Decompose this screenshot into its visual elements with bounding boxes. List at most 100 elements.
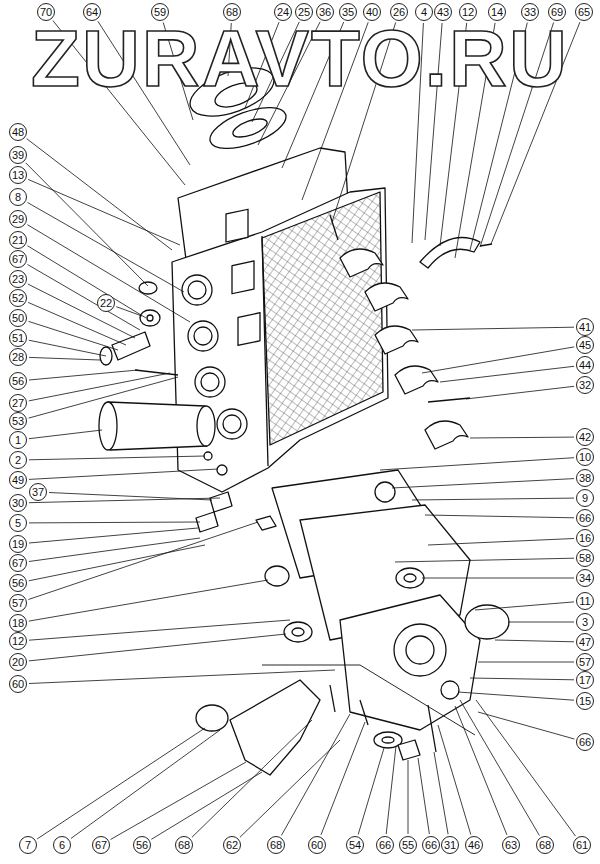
callout-number: 41 [576, 318, 594, 336]
callout-number: 51 [9, 329, 27, 347]
callout-number: 9 [576, 489, 594, 507]
callout-number: 26 [390, 3, 408, 21]
leader-line [29, 321, 119, 350]
leader-line [478, 662, 574, 663]
callout-number: 11 [576, 592, 594, 610]
callout-number: 50 [9, 309, 27, 327]
leader-line [476, 700, 576, 836]
leader-line [29, 620, 290, 640]
callout-number: 61 [573, 836, 591, 854]
leader-line [71, 730, 220, 839]
leader-line [27, 225, 190, 322]
leader-line [440, 366, 574, 382]
leader-line [470, 678, 574, 680]
leader-line [466, 386, 574, 399]
leader-line [29, 522, 200, 524]
leader-line [29, 430, 102, 439]
leader-line [425, 515, 574, 518]
leader-line [455, 706, 507, 835]
callout-number: 29 [9, 210, 27, 228]
leader-line [422, 578, 574, 579]
callout-number: 14 [488, 3, 506, 21]
leader-line [27, 246, 146, 318]
leader-line [392, 479, 574, 488]
leader-line [26, 163, 148, 286]
leader-line [29, 545, 205, 581]
callout-number: 5 [9, 514, 27, 532]
callout-number: 68 [267, 836, 285, 854]
leader-line [116, 307, 142, 316]
callout-number: 8 [9, 188, 27, 206]
leader-line [29, 456, 205, 460]
callout-number: 30 [9, 494, 27, 512]
leader-line [495, 640, 574, 642]
callout-number: 37 [29, 483, 47, 501]
callout-number: 56 [133, 836, 151, 854]
callout-number: 66 [576, 509, 594, 527]
callout-number: 10 [576, 448, 594, 466]
leader-line [458, 692, 574, 700]
callout-number: 3 [576, 613, 594, 631]
callout-number: 69 [548, 3, 566, 21]
callout-number: 46 [465, 836, 483, 854]
leader-line [418, 758, 429, 834]
callout-number: 67 [9, 250, 27, 268]
callout-number: 16 [576, 529, 594, 547]
leader-line [29, 469, 218, 479]
leader-line [28, 265, 141, 331]
callout-number: 1 [9, 431, 27, 449]
leader-line [412, 327, 574, 330]
leader-line [428, 539, 574, 546]
callout-number: 12 [459, 3, 477, 21]
callout-number: 58 [576, 549, 594, 567]
leader-line [111, 762, 247, 840]
callout-number: 67 [9, 554, 27, 572]
callout-number: 55 [399, 836, 417, 854]
leader-line [192, 720, 312, 837]
callout-number: 23 [9, 270, 27, 288]
leader-line [475, 602, 574, 610]
callout-number: 66 [422, 836, 440, 854]
leader-line [29, 373, 170, 401]
callout-number: 63 [502, 836, 520, 854]
leader-line [478, 712, 574, 739]
callout-number: 57 [576, 653, 594, 671]
callout-number: 28 [9, 348, 27, 366]
callout-number: 12 [9, 632, 27, 650]
callout-number: 24 [274, 3, 292, 21]
callout-number: 52 [9, 289, 27, 307]
callout-number: 33 [521, 3, 539, 21]
leader-line [29, 498, 220, 503]
callout-number: 47 [576, 633, 594, 651]
leader-line [28, 179, 180, 245]
leader-line [460, 700, 539, 836]
callout-number: 42 [576, 428, 594, 446]
callout-number: 54 [346, 836, 364, 854]
callout-number: 56 [9, 372, 27, 390]
callout-number: 15 [576, 692, 594, 710]
leader-line [28, 284, 135, 338]
callout-number: 66 [576, 733, 594, 751]
callout-number: 21 [9, 231, 27, 249]
callout-number: 38 [576, 469, 594, 487]
callout-number: 66 [376, 836, 394, 854]
watermark: ZURAVTO.RU [31, 18, 569, 98]
callout-number: 4 [415, 3, 433, 21]
callout-number: 32 [576, 376, 594, 394]
leader-line [29, 528, 198, 543]
callout-number: 40 [363, 3, 381, 21]
leader-line [434, 752, 448, 834]
leader-line [29, 580, 268, 621]
callout-number: 2 [9, 451, 27, 469]
callout-number: 68 [175, 836, 193, 854]
callout-number: 18 [9, 614, 27, 632]
callout-number: 68 [536, 836, 554, 854]
leader-line [29, 634, 286, 661]
callout-number: 60 [308, 836, 326, 854]
leader-line [151, 772, 262, 839]
callout-number: 7 [19, 836, 37, 854]
leader-line [358, 748, 384, 835]
leader-line [27, 139, 172, 250]
leader-line [240, 740, 340, 837]
